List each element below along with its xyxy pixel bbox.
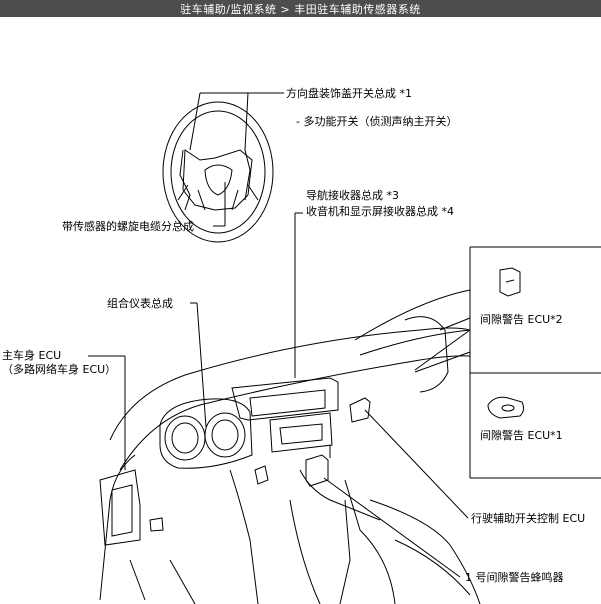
label-multi-function-switch: - 多功能开关（侦测声纳主开关） — [296, 115, 458, 128]
component-location-diagram: 方向盘装饰盖开关总成 *1 - 多功能开关（侦测声纳主开关） 带传感器的螺旋电缆… — [0, 17, 601, 604]
section-header-bar: 驻车辅助/监视系统 > 丰田驻车辅助传感器系统 — [0, 0, 601, 17]
steering-wheel — [162, 101, 274, 243]
buzzer-shape — [305, 454, 329, 487]
label-clearance-ecu-2: 间隙警告 ECU*2 — [480, 313, 563, 326]
label-multiplex-body-ecu: （多路网络车身 ECU） — [2, 363, 117, 376]
main-body-ecu-shape — [99, 469, 141, 546]
combination-meter-shape — [159, 398, 253, 469]
dashboard-illustration — [88, 92, 601, 604]
clearance-ecu-1-icon — [487, 396, 525, 419]
label-main-body-ecu: 主车身 ECU — [2, 349, 62, 362]
label-buzzer: 1 号间隙警告蜂鸣器 — [465, 571, 564, 584]
label-clearance-ecu-1: 间隙警告 ECU*1 — [480, 429, 563, 442]
label-steering-switch: 方向盘装饰盖开关总成 *1 — [286, 87, 412, 100]
label-radio-receiver: 收音机和显示屏接收器总成 *4 — [306, 205, 454, 218]
label-navigation-receiver: 导航接收器总成 *3 — [306, 189, 399, 202]
breadcrumb: 驻车辅助/监视系统 > 丰田驻车辅助传感器系统 — [180, 3, 421, 16]
label-spiral-cable: 带传感器的螺旋电缆分总成 — [62, 220, 194, 233]
navigation-receiver-shape — [231, 377, 339, 421]
label-combination-meter: 组合仪表总成 — [107, 297, 173, 310]
clearance-ecu-2-icon — [499, 267, 521, 297]
label-driving-assist-ecu: 行驶辅助开关控制 ECU — [471, 512, 586, 525]
